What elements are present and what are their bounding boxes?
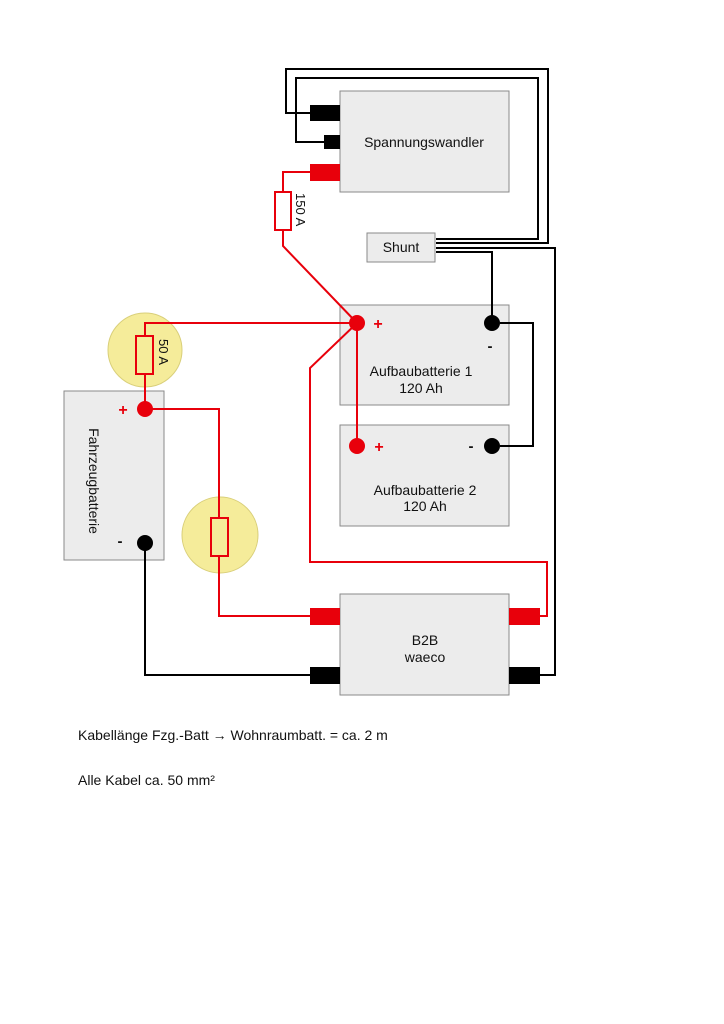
fahrzeug-minus-sign: - — [118, 533, 123, 550]
fahrzeugbatterie-label: Fahrzeugbatterie — [86, 428, 102, 534]
aufbau2-capacity: 120 Ah — [403, 498, 447, 514]
aufbau2-plus-sign: + — [374, 439, 383, 456]
cable-size-note: Alle Kabel ca. 50 mm² — [78, 772, 215, 788]
shunt-label: Shunt — [383, 239, 420, 255]
fahrzeug-plus-pole — [137, 401, 153, 417]
aufbau1-name: Aufbaubatterie 1 — [370, 363, 473, 379]
fahrzeugbatterie-box — [63, 390, 165, 561]
negative-wires — [144, 68, 556, 676]
aufbau1-minus-pole — [484, 315, 500, 331]
fuse-50a-label: 50 A — [156, 339, 171, 365]
b2b-terminal-out-positive — [509, 608, 540, 625]
b2b-brand: waeco — [404, 649, 446, 665]
b2b-terminal-in-positive — [310, 608, 340, 625]
spannungswandler-box — [339, 90, 510, 193]
fuse-50a — [135, 335, 154, 375]
aufbau1-minus-sign: - — [488, 338, 493, 355]
cable-length-note: Kabellänge Fzg.-Batt → Wohnraumbatt. = c… — [78, 727, 388, 743]
fuse-b2b — [210, 517, 229, 557]
fuse-150a — [274, 191, 292, 231]
aufbau2-name: Aufbaubatterie 2 — [374, 482, 477, 498]
aufbau2-minus-sign: - — [469, 438, 474, 455]
b2b-terminal-in-negative — [310, 667, 340, 684]
aufbau2-minus-pole — [484, 438, 500, 454]
fahrzeug-minus-pole — [137, 535, 153, 551]
aufbau1-plus-sign: + — [373, 316, 382, 333]
spannungswandler-label: Spannungswandler — [364, 134, 484, 150]
wandler-terminal-positive — [310, 164, 340, 181]
aufbau1-plus-pole — [349, 315, 365, 331]
b2b-box — [339, 593, 510, 696]
b2b-name: B2B — [412, 632, 438, 648]
fahrzeug-plus-sign: + — [118, 402, 127, 419]
shunt-box — [366, 232, 436, 263]
aufbau1-capacity: 120 Ah — [399, 380, 443, 396]
aufbaubatterie-2-box — [339, 424, 510, 527]
wandler-terminal-negative-1 — [310, 105, 340, 121]
aufbaubatterie-1-box — [339, 304, 510, 406]
positive-wires — [144, 171, 548, 617]
wandler-terminal-negative-2 — [324, 135, 340, 149]
aufbau2-plus-pole — [349, 438, 365, 454]
b2b-terminal-out-negative — [509, 667, 540, 684]
fuse-150a-label: 150 A — [293, 193, 308, 227]
